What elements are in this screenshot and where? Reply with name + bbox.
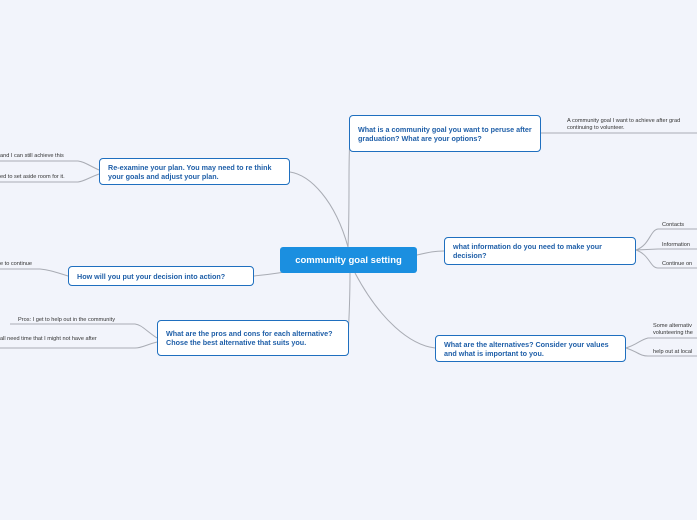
link-central-info bbox=[416, 250, 445, 256]
central-topic[interactable]: community goal setting bbox=[280, 247, 417, 273]
link-info-sub2 bbox=[635, 248, 697, 251]
subtopic-goal-text[interactable]: continuing to volunteer. bbox=[567, 125, 625, 131]
link-pc-sub1 bbox=[10, 323, 158, 339]
topic-re-examine-plan[interactable]: Re-examine your plan. You may need to re… bbox=[99, 158, 290, 185]
link-act-sub bbox=[0, 268, 69, 277]
topic-label: Re-examine your plan. You may need to re… bbox=[108, 162, 272, 181]
central-topic-label: community goal setting bbox=[295, 254, 402, 266]
link-central-alternatives bbox=[354, 272, 436, 349]
topic-alternatives[interactable]: What are the alternatives? Consider your… bbox=[435, 335, 626, 362]
subtopic-cons[interactable]: all need time that I might not have afte… bbox=[0, 336, 97, 342]
topic-community-goal[interactable]: What is a community goal you want to per… bbox=[349, 115, 541, 152]
link-central-goal bbox=[347, 139, 351, 248]
subtopic-information[interactable]: Information bbox=[662, 242, 690, 248]
topic-information-needed[interactable]: what information do you need to make you… bbox=[444, 237, 636, 265]
subtopic-action-text[interactable]: e to continue bbox=[0, 261, 33, 267]
link-alt-sub1 bbox=[625, 337, 697, 349]
subtopic-alternatives-text[interactable]: help out at local bbox=[653, 349, 693, 355]
link-central-reexamine bbox=[289, 171, 349, 248]
link-re-sub2 bbox=[0, 173, 100, 183]
link-info-sub1 bbox=[635, 228, 697, 251]
link-info-sub3 bbox=[635, 249, 697, 269]
subtopic-reexamine-text[interactable]: and I can still achieve this bbox=[0, 153, 64, 159]
link-alt-sub2 bbox=[625, 347, 697, 357]
topic-put-into-action[interactable]: How will you put your decision into acti… bbox=[68, 266, 254, 286]
subtopic-contacts[interactable]: Contacts bbox=[662, 222, 685, 228]
subtopic-pros[interactable]: Pros: I get to help out in the community bbox=[18, 317, 116, 323]
subtopic-alternatives-text[interactable]: Some alternativ bbox=[653, 323, 692, 329]
link-re-sub1 bbox=[0, 160, 100, 171]
topic-label: What are the alternatives? Consider your… bbox=[444, 339, 609, 358]
subtopic-continue-on[interactable]: Continue on bbox=[662, 261, 693, 267]
subtopic-alternatives-text[interactable]: volunteering the bbox=[653, 330, 693, 336]
topic-label: What is a community goal you want to per… bbox=[358, 124, 532, 143]
subtopic-goal-text[interactable]: A community goal I want to achieve after… bbox=[567, 118, 681, 124]
link-pc-sub2 bbox=[0, 341, 158, 349]
subtopic-reexamine-text[interactable]: ed to set aside room for it. bbox=[0, 174, 65, 180]
topic-label: How will you put your decision into acti… bbox=[77, 271, 226, 281]
topic-label: what information do you need to make you… bbox=[453, 242, 602, 260]
topic-pros-and-cons[interactable]: What are the pros and cons for each alte… bbox=[157, 320, 349, 356]
topic-label: What are the pros and cons for each alte… bbox=[166, 329, 333, 347]
